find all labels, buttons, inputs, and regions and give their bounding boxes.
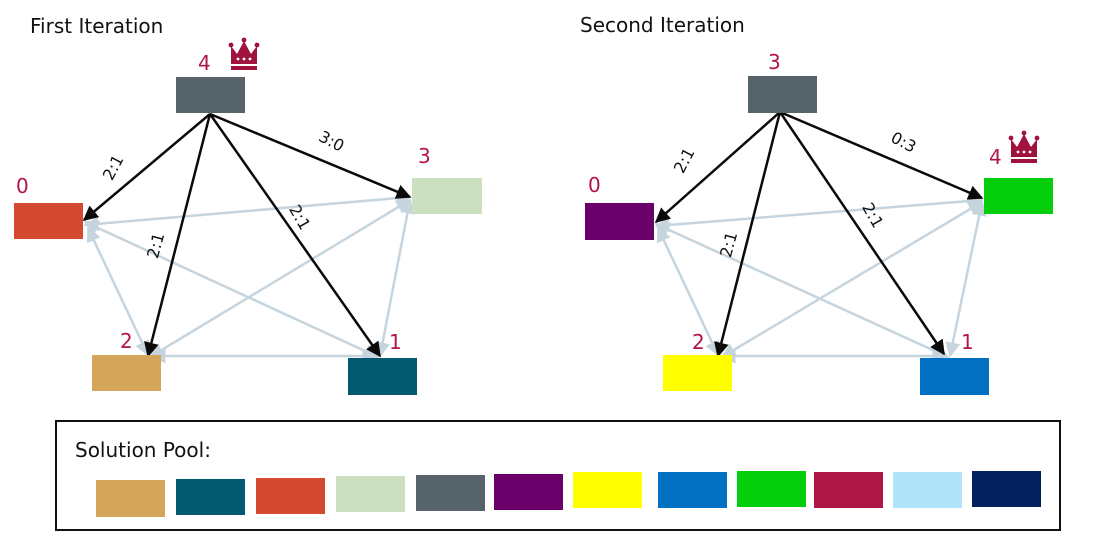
score-label: 0:3 xyxy=(888,128,920,157)
edge-4-1 xyxy=(945,200,987,358)
node-4 xyxy=(984,178,1053,214)
node-1 xyxy=(348,358,417,395)
second-iteration-dark-edges xyxy=(654,110,984,358)
edge-4-0 xyxy=(82,113,211,221)
node-id: 1 xyxy=(389,330,402,354)
node-id: 3 xyxy=(768,50,781,74)
crown-icon xyxy=(228,37,260,70)
edge-4-2 xyxy=(144,113,212,358)
solution-pool-label: Solution Pool: xyxy=(75,438,211,462)
node-4 xyxy=(176,77,245,113)
score-label: 2:1 xyxy=(670,145,699,177)
pool-swatch xyxy=(972,471,1041,507)
node-id: 4 xyxy=(989,145,1002,169)
first-iteration-dark-edges xyxy=(82,112,412,358)
node-2 xyxy=(92,355,161,391)
pool-swatch xyxy=(494,474,563,510)
node-id: 2 xyxy=(120,329,133,353)
first-iteration-title: First Iteration xyxy=(30,14,163,38)
edge-4-1 xyxy=(208,113,382,358)
second-iteration-title: Second Iteration xyxy=(580,13,745,37)
pool-swatch xyxy=(256,478,325,514)
pool-swatch xyxy=(416,475,485,511)
pool-swatch xyxy=(336,476,405,512)
score-label: 2:1 xyxy=(143,231,168,261)
pool-swatch xyxy=(573,472,642,508)
solution-pool: Solution Pool: xyxy=(55,420,1061,531)
first-iteration-light-edges xyxy=(83,190,415,364)
crown-icon xyxy=(1008,130,1040,163)
second-iteration-light-edges xyxy=(654,193,987,364)
node-3 xyxy=(748,76,817,113)
node-id: 1 xyxy=(961,330,974,354)
pool-swatch xyxy=(176,479,245,515)
edge-3-1 xyxy=(375,198,415,358)
edge-3-0 xyxy=(83,190,412,232)
node-1 xyxy=(920,358,989,395)
score-label: 2:1 xyxy=(858,199,887,231)
edge-3-0 xyxy=(654,111,781,223)
edge-3-2 xyxy=(714,111,782,358)
second-iteration-graph: 2:1 0:3 2:1 2:1 3 0 4 2 1 xyxy=(585,50,1053,395)
score-label: 2:1 xyxy=(99,152,128,184)
node-0 xyxy=(585,203,654,240)
node-id: 2 xyxy=(692,330,705,354)
node-id: 0 xyxy=(16,174,29,198)
first-iteration-graph: 2:1 3:0 2:1 2:1 4 0 3 2 1 xyxy=(14,37,482,395)
edge-3-2 xyxy=(148,198,412,359)
pool-swatch xyxy=(893,472,962,508)
score-label: 3:0 xyxy=(316,127,348,156)
solution-pool-frame xyxy=(55,420,1061,531)
node-3 xyxy=(412,178,482,214)
node-0 xyxy=(14,203,83,239)
edge-4-0 xyxy=(654,193,984,233)
edge-4-2 xyxy=(720,200,984,359)
pool-swatch xyxy=(737,471,806,507)
score-label: 2:1 xyxy=(716,230,741,260)
node-id: 3 xyxy=(418,144,431,168)
node-id: 0 xyxy=(588,173,601,197)
edge-4-3 xyxy=(209,112,412,199)
pool-swatch xyxy=(814,472,883,508)
edge-3-1 xyxy=(778,111,946,356)
pool-swatch xyxy=(96,480,165,517)
node-2 xyxy=(663,355,732,391)
node-id: 4 xyxy=(198,51,211,75)
pool-swatch xyxy=(658,472,727,508)
edge-3-4 xyxy=(779,110,984,200)
